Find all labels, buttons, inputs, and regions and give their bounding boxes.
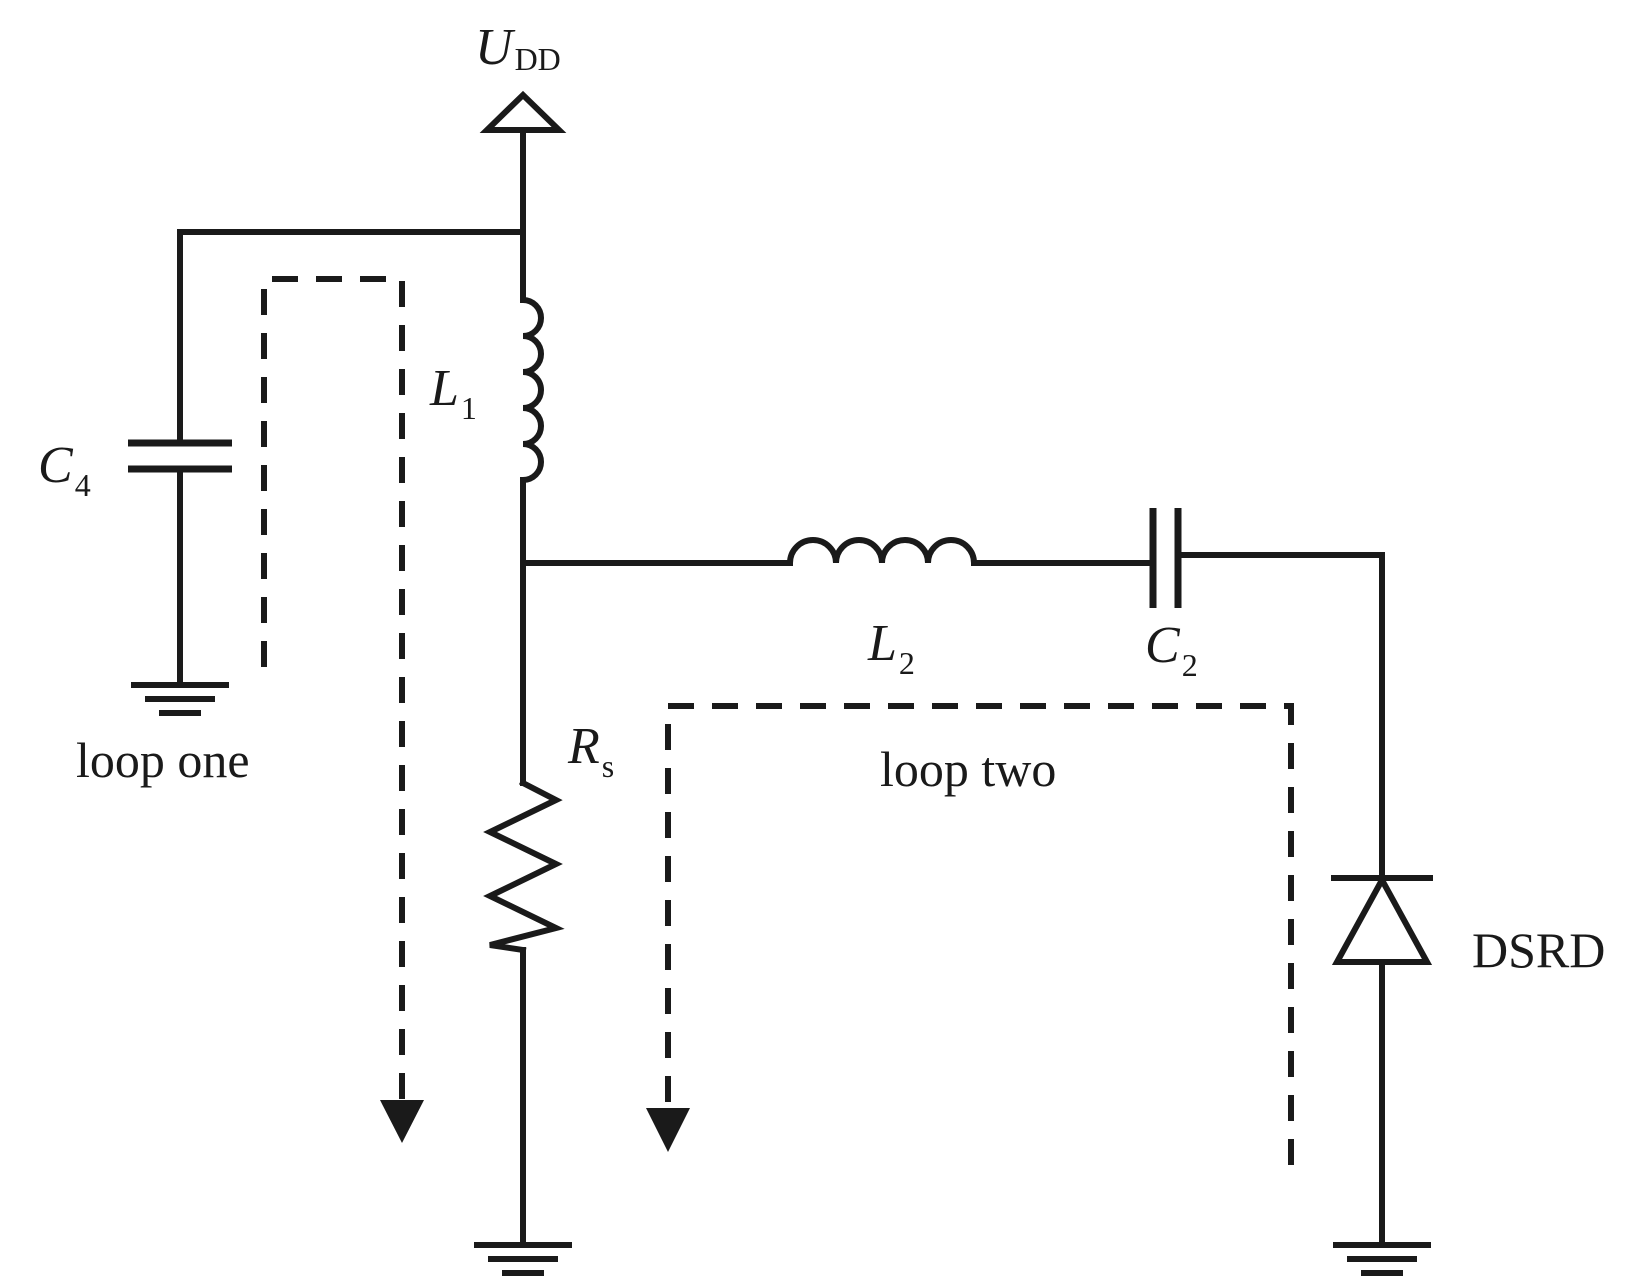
loop-two-path: loop two [646, 703, 1294, 1165]
loop-one-arrow-icon [380, 1100, 424, 1143]
loop-two-label: loop two [880, 741, 1056, 797]
l2-label: L2 [867, 615, 915, 681]
loop-two-dashed-line [665, 703, 1294, 1165]
diode-triangle [1331, 873, 1433, 965]
ground-symbol-c4 [131, 682, 229, 716]
ground-symbol-rs [474, 1242, 572, 1276]
capacitor-c2: C2 [1145, 508, 1385, 881]
supply-arrow-symbol [479, 90, 567, 133]
rs-label: Rs [567, 718, 614, 784]
loop-two-arrow-icon [646, 1108, 690, 1152]
supply-label: UDD [475, 19, 561, 77]
resistor-rs: Rs [483, 560, 614, 1246]
l1-label: L1 [429, 360, 477, 426]
c2-wire [1175, 552, 1385, 881]
loop-one-label: loop one [76, 732, 250, 788]
top-wire [177, 229, 526, 443]
supply-terminal: UDD [475, 19, 567, 235]
loop-one-dashed-line [261, 276, 405, 1105]
ground-symbol-dsrd [1333, 1242, 1431, 1276]
l1-coil [519, 296, 544, 484]
diode-label: DSRD [1472, 922, 1605, 978]
loop-one-path: loop one [76, 276, 424, 1143]
c2-label: C2 [1145, 617, 1198, 683]
capacitor-c4: C4 [38, 437, 232, 686]
inductor-l1: L1 [429, 229, 544, 566]
rs-zigzag [483, 778, 565, 954]
diode-dsrd: DSRD [1331, 873, 1605, 1248]
c4-label: C4 [38, 437, 91, 503]
inductor-l2: L2 [786, 537, 1153, 681]
l2-coil [786, 537, 978, 567]
